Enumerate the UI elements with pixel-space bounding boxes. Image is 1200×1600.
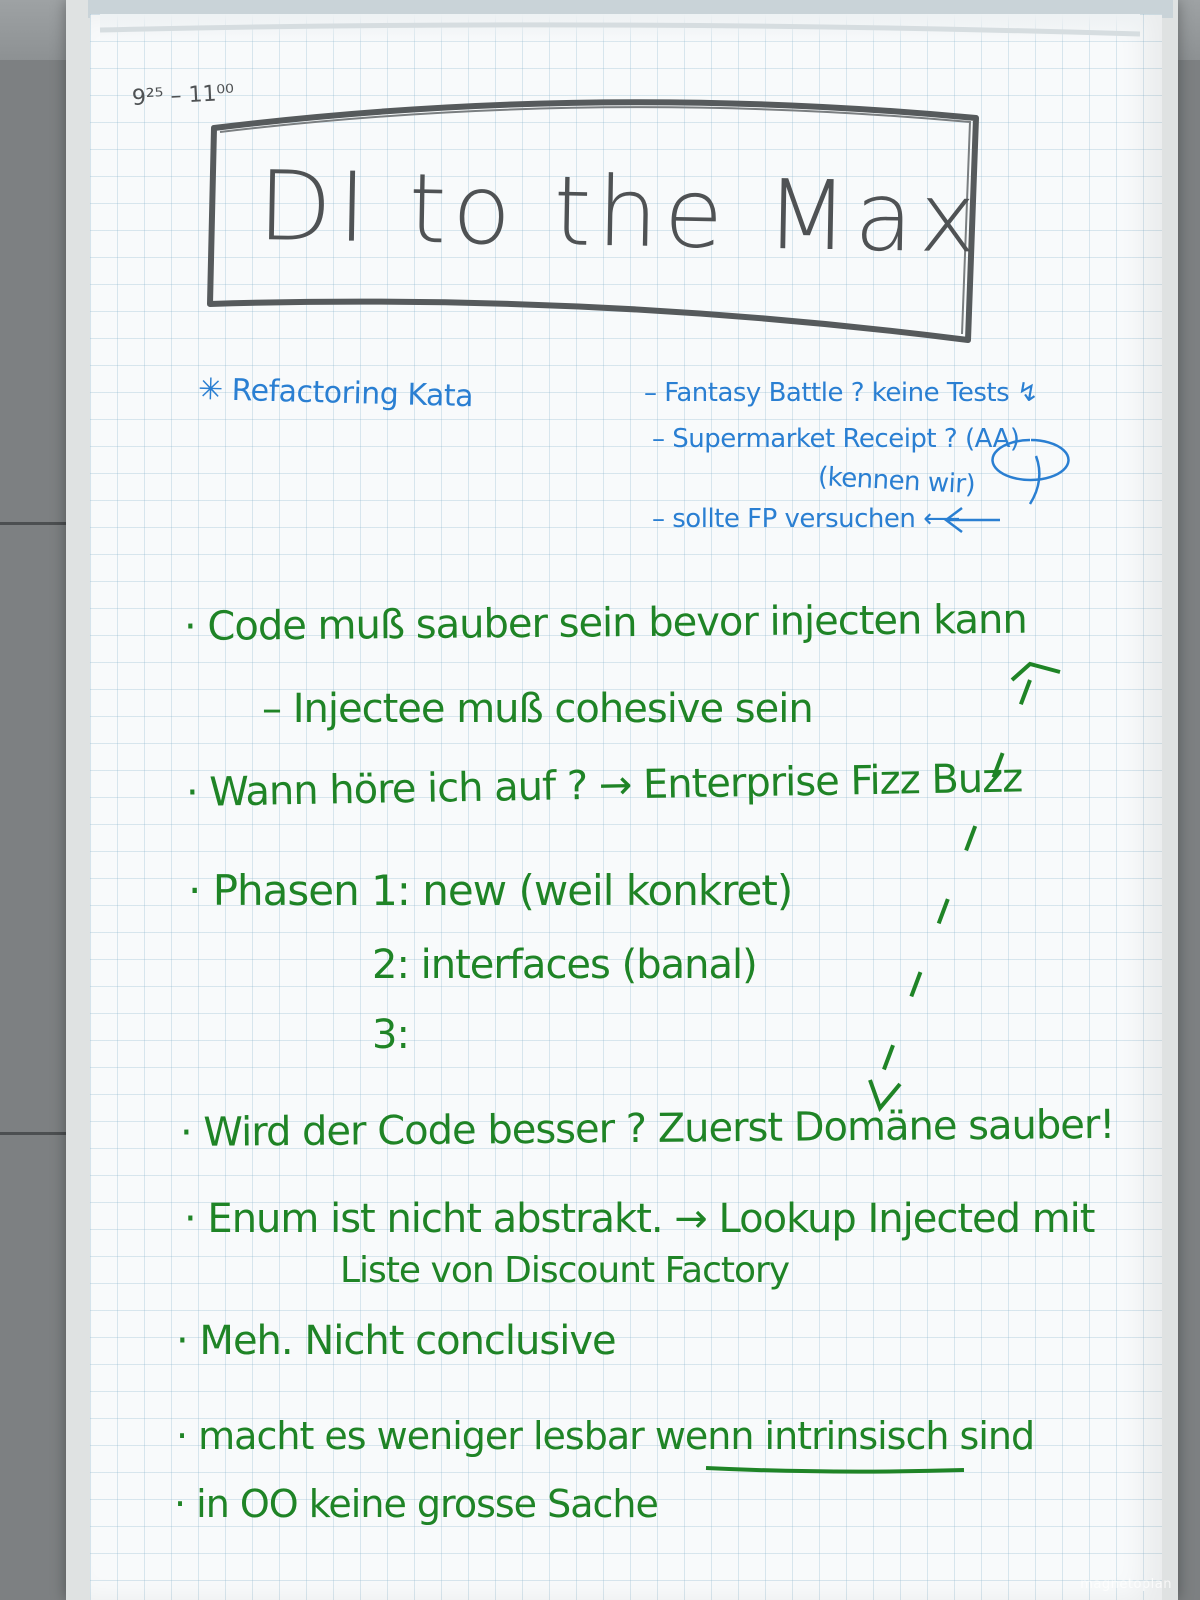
note-line: 3:: [372, 1012, 410, 1058]
note-supermarket-receipt: – Supermarket Receipt ? (AA): [652, 424, 1020, 454]
underline-intrinsisch: [705, 1466, 965, 1474]
flipchart-top-binding: [88, 0, 1173, 18]
note-fantasy-battle: – Fantasy Battle ? keine Tests ↯: [644, 378, 1039, 408]
note-line: · Phasen 1: new (weil konkret): [188, 866, 793, 915]
wall-seam: [0, 1132, 95, 1135]
note-line: Liste von Discount Factory: [340, 1250, 790, 1291]
note-refactoring-kata: ✳ Refactoring Kata: [197, 372, 474, 415]
dashed-arrow-line: [878, 679, 1032, 1081]
brand-logo: magnetoplan: [1080, 1577, 1172, 1592]
note-line: · Wird der Code besser ? Zuerst Domäne s…: [179, 1101, 1115, 1156]
dashed-arrow-head-down: [868, 1079, 902, 1112]
note-line: – Injectee muß cohesive sein: [262, 686, 814, 732]
blue-bracket-annotation: [1028, 455, 1041, 505]
note-line: · in OO keine grosse Sache: [174, 1482, 659, 1526]
dashed-arrow-head-up: [1010, 661, 1061, 682]
blue-arrow-annotation: [943, 507, 1000, 533]
note-fp-versuchen: – sollte FP versuchen ⟵: [652, 504, 960, 534]
note-line: · Enum ist nicht abstrakt. → Lookup Inje…: [184, 1196, 1095, 1242]
flipchart-paper: [90, 14, 1162, 1600]
blue-circle-annotation: [991, 438, 1070, 482]
note-line: · macht es weniger lesbar wenn intrinsis…: [176, 1414, 1035, 1458]
note-line: 2: interfaces (banal): [372, 942, 758, 988]
title-box-inner-stroke: [219, 106, 972, 335]
title-box: [207, 99, 979, 343]
page-title: DI to the Max: [257, 150, 984, 275]
session-time: 9²⁵ – 11⁰⁰: [131, 80, 235, 111]
note-line: · Meh. Nicht conclusive: [176, 1318, 617, 1364]
note-line: · Code muß sauber sein bevor injecten ka…: [183, 596, 1027, 650]
torn-paper-edge: [99, 22, 1141, 37]
wall-seam: [0, 522, 95, 525]
